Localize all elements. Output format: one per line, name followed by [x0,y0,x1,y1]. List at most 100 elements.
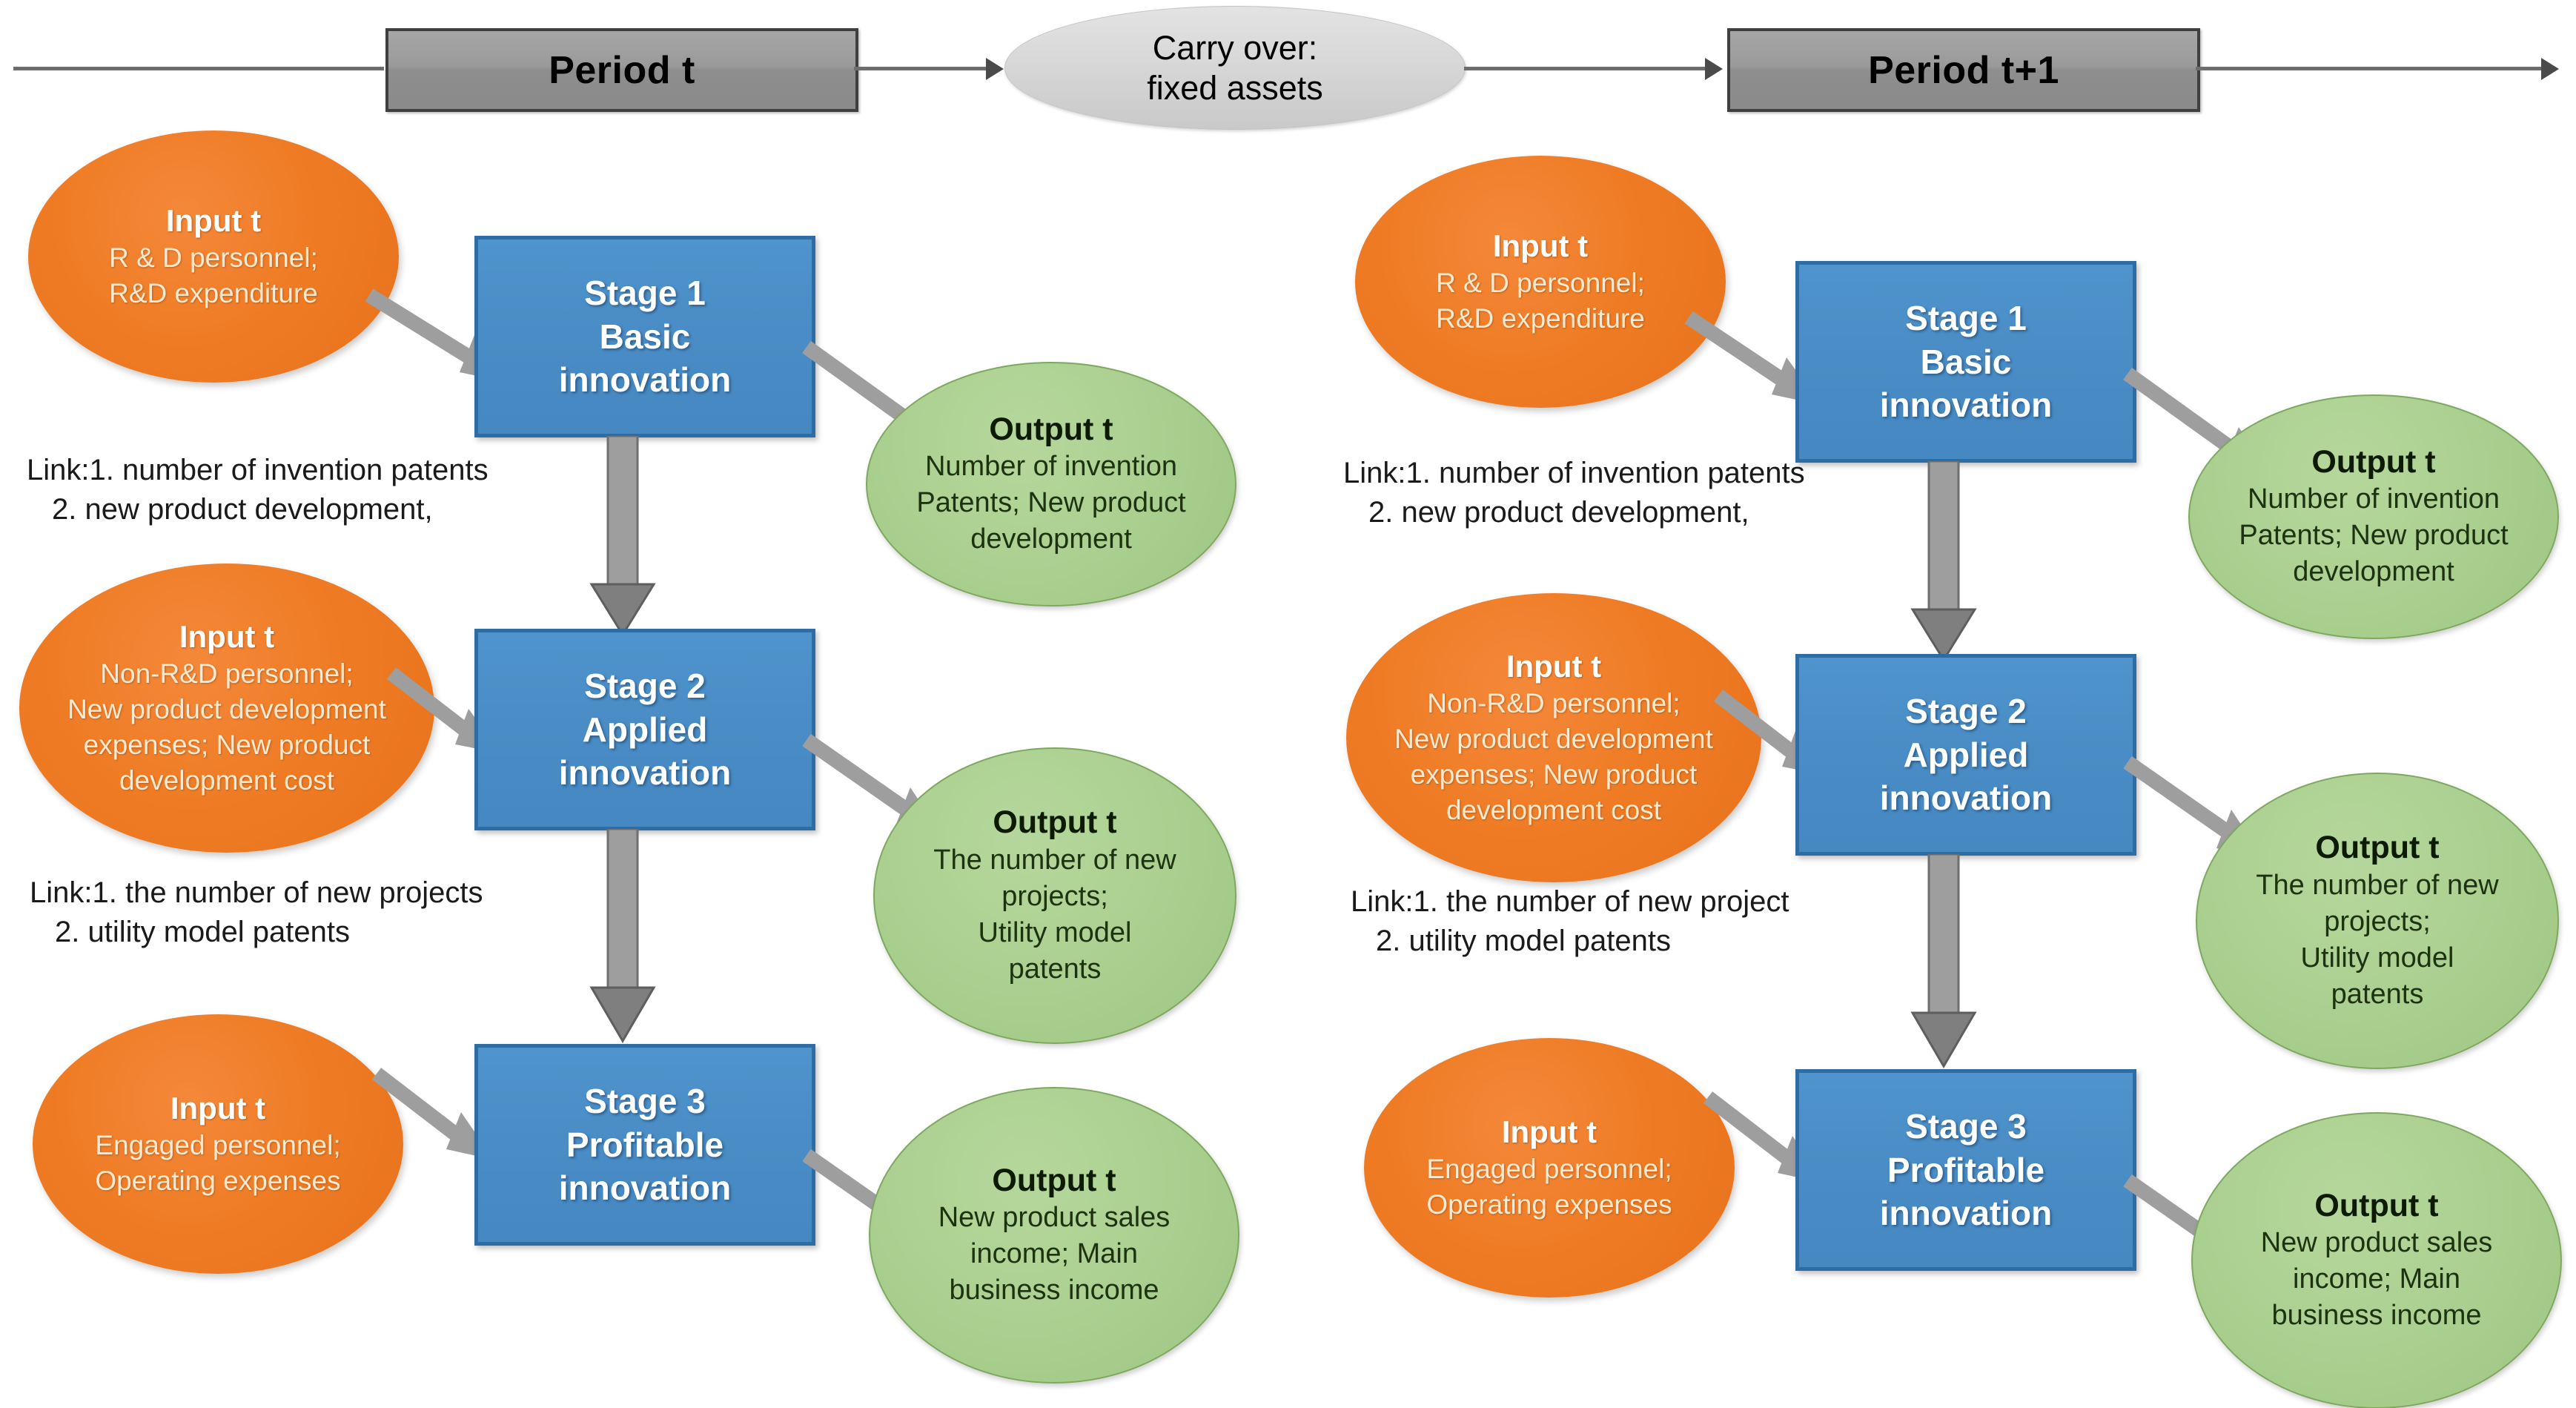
input-line-p2-s3-1: Engaged personnel; [1426,1154,1672,1185]
input-ellipse-p1-s3: Input t Engaged personnel; Operating exp… [33,1014,403,1274]
output-ellipse-p1-s3: Output t New product sales income; Main … [869,1087,1239,1384]
stage-box-p1-s3: Stage 3 Profitable innovation [474,1044,815,1246]
link-note-p2-1-line1: Link:1. number of invention patents [1343,457,1805,489]
output-title-p2-s3: Output t [2314,1187,2439,1223]
output-line-p2-s2-3: Utility model [2300,942,2454,974]
output-title-p2-s2: Output t [2315,830,2440,866]
stage-line-p1-s2-3: innovation [558,753,732,793]
stage-box-p2-s3: Stage 3 Profitable innovation [1795,1069,2136,1271]
input-line-p1-s1-2: R&D expenditure [109,278,318,309]
input-line-p1-s2-2: New product development [67,694,386,725]
output-line-p2-s1-2: Patents; New product [2239,520,2509,552]
connector-stage2-to-stage3-p1 [589,829,656,1043]
input-line-p1-s3-2: Operating expenses [95,1166,341,1197]
link-note-p1-2-line2: 2. utility model patents [55,915,350,948]
stage-line-p2-s3-2: Profitable [1887,1150,2045,1189]
timeline-arrowhead-3 [2541,58,2559,80]
output-line-p2-s2-4: patents [2331,978,2424,1010]
timeline-segment-mid-left [854,67,995,70]
stage-line-p1-s2-2: Applied [582,710,708,749]
input-ellipse-p2-s3: Input t Engaged personnel; Operating exp… [1364,1038,1735,1298]
input-line-p1-s2-3: expenses; New product [83,730,371,761]
input-line-p1-s2-4: development cost [119,765,334,796]
link-note-p1-1-line2: 2. new product development, [52,492,433,526]
output-line-p1-s3-1: New product sales [938,1202,1171,1234]
stage-line-p1-s1-3: innovation [558,360,732,400]
output-line-p1-s2-1: The number of new [933,845,1176,876]
timeline-arrowhead-2 [1705,58,1723,80]
stage-box-p1-s1: Stage 1 Basic innovation [474,236,815,437]
output-line-p2-s2-2: projects; [2324,905,2431,937]
stage-line-p2-s1-3: innovation [1879,386,2053,425]
input-ellipse-p2-s2: Input t Non-R&D personnel; New product d… [1346,593,1761,882]
link-note-p2-1: Link:1. number of invention patents 2. n… [1343,454,1805,532]
input-ellipse-p2-s1: Input t R & D personnel; R&D expenditure [1355,156,1726,408]
stage-line-p2-s1-1: Stage 1 [1905,298,2027,337]
timeline-segment-start [13,67,384,70]
carry-over-line1: Carry over: [1152,29,1318,67]
stage-box-p1-s2: Stage 2 Applied innovation [474,629,815,830]
input-line-p1-s1-1: R & D personnel; [109,242,318,274]
stage-line-p1-s1-1: Stage 1 [584,273,706,312]
stage-line-p1-s3-3: innovation [558,1169,732,1208]
link-note-p1-1-line1: Link:1. number of invention patents [27,454,489,486]
output-line-p1-s1-3: development [970,523,1132,555]
period-box-t-label: Period t [549,48,695,92]
stage-line-p2-s3-3: innovation [1879,1194,2053,1233]
stage-line-p2-s2-3: innovation [1879,779,2053,818]
output-line-p2-s1-3: development [2293,556,2454,588]
output-line-p2-s3-3: business income [2271,1300,2482,1332]
connector-stage1-to-stage2-p2 [1910,461,1977,662]
output-ellipse-p2-s2: Output t The number of new projects; Uti… [2196,773,2559,1069]
input-title-p1-s2: Input t [179,619,275,655]
connector-stage1-to-stage2-p1 [589,436,656,637]
output-title-p1-s2: Output t [993,804,1117,841]
output-line-p1-s2-2: projects; [1001,880,1108,912]
stage-box-p2-s2: Stage 2 Applied innovation [1795,654,2136,856]
input-line-p2-s2-1: Non-R&D personnel; [1427,688,1681,719]
period-box-t: Period t [385,28,858,112]
output-ellipse-p2-s3: Output t New product sales income; Main … [2191,1112,2562,1408]
output-line-p1-s2-4: patents [1008,953,1102,985]
output-line-p1-s1-2: Patents; New product [916,487,1186,519]
period-box-t-plus-1: Period t+1 [1727,28,2200,112]
carry-over-ellipse: Carry over: fixed assets [1004,6,1466,130]
input-ellipse-p1-s1: Input t R & D personnel; R&D expenditure [28,130,399,383]
input-title-p1-s3: Input t [170,1090,266,1126]
output-title-p1-s1: Output t [989,411,1113,447]
link-note-p1-2: Link:1. the number of new projects 2. ut… [30,873,483,952]
stage-line-p2-s2-2: Applied [1903,735,2029,774]
output-ellipse-p1-s1: Output t Number of invention Patents; Ne… [866,362,1236,607]
input-line-p2-s3-2: Operating expenses [1426,1189,1672,1220]
input-line-p2-s1-2: R&D expenditure [1436,303,1645,334]
output-line-p1-s3-3: business income [949,1275,1159,1306]
link-note-p1-2-line1: Link:1. the number of new projects [30,876,483,909]
input-line-p2-s2-2: New product development [1394,724,1713,755]
link-note-p2-2-line1: Link:1. the number of new project [1351,885,1789,918]
input-title-p2-s1: Input t [1492,228,1589,263]
link-note-p1-1: Link:1. number of invention patents 2. n… [27,451,489,529]
output-line-p2-s1-1: Number of invention [2247,483,2500,515]
output-title-p1-s3: Output t [992,1162,1116,1198]
stage-line-p1-s1-2: Basic [599,317,691,356]
output-line-p1-s1-1: Number of invention [924,451,1178,483]
stage-box-p2-s1: Stage 1 Basic innovation [1795,261,2136,463]
period-box-t-plus-1-label: Period t+1 [1868,48,2059,92]
output-line-p2-s2-1: The number of new [2256,870,2499,902]
stage-line-p2-s3-1: Stage 3 [1905,1106,2027,1146]
output-line-p1-s3-2: income; Main [970,1238,1138,1270]
timeline-segment-end [2196,67,2544,70]
output-line-p1-s2-3: Utility model [978,916,1132,948]
output-line-p2-s3-2: income; Main [2293,1263,2460,1295]
input-title-p2-s3: Input t [1501,1114,1597,1149]
input-line-p2-s2-3: expenses; New product [1410,759,1698,790]
output-title-p2-s1: Output t [2311,443,2436,480]
stage-line-p2-s2-1: Stage 2 [1905,691,2027,730]
link-note-p2-1-line2: 2. new product development, [1368,495,1749,529]
stage-line-p1-s3-2: Profitable [566,1125,724,1164]
timeline-arrowhead-1 [986,58,1004,80]
stage-line-p2-s1-2: Basic [1920,342,2012,381]
link-note-p2-2-line2: 2. utility model patents [1376,924,1671,957]
input-title-p1-s1: Input t [165,202,262,238]
